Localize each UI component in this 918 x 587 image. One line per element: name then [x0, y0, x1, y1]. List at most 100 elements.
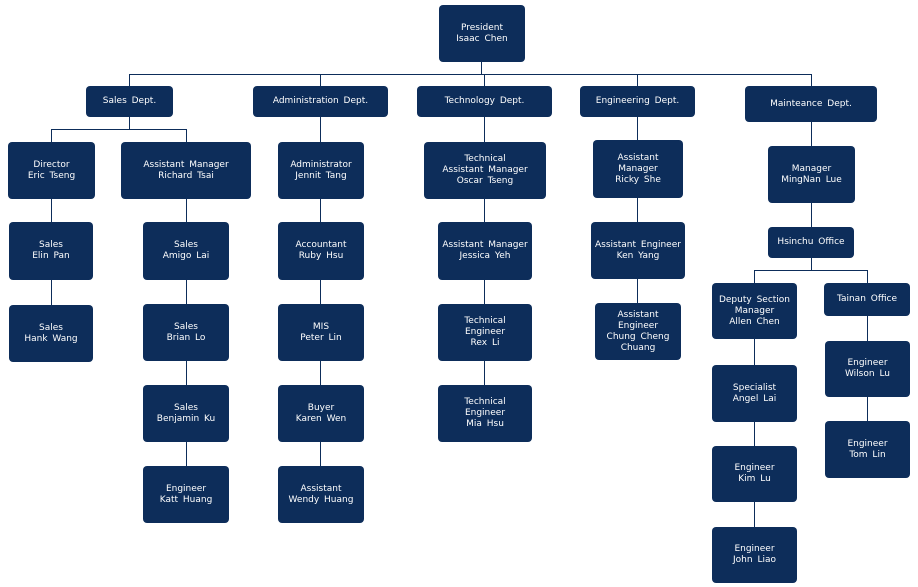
sales-dept-node: Sales Dept.	[86, 86, 173, 117]
technical-engineer-rex-title-2: Engineer	[464, 327, 506, 337]
manager-mingnan-title: Manager	[791, 163, 832, 174]
assistant-engineer-chung-name-1: Chung Cheng	[606, 331, 670, 342]
assistant-manager-ricky-name: Ricky She	[615, 174, 661, 185]
administration-dept-node: Administration Dept.	[253, 86, 388, 117]
engineer-katt-node: Engineer Katt Huang	[143, 466, 229, 523]
assistant-manager-richard-name: Richard Tsai	[158, 170, 214, 181]
mis-node: MIS Peter Lin	[278, 304, 364, 361]
engineer-wilson-node: Engineer Wilson Lu	[825, 341, 910, 397]
tainan-office-label: Tainan Office	[836, 294, 898, 304]
sales-benjamin-title: Sales	[174, 402, 198, 413]
sales-amigo-title: Sales	[174, 240, 198, 250]
engineer-kim-name: Kim Lu	[738, 474, 771, 484]
maintenance-dept-label: Mainteance Dept.	[770, 98, 852, 109]
assistant-engineer-ken-node: Assistant Engineer Ken Yang	[591, 222, 685, 279]
technical-engineer-mia-name: Mia Hsu	[466, 419, 504, 429]
hsinchu-office-label: Hsinchu Office	[777, 237, 845, 247]
technical-assistant-manager-node: Technical Assistant Manager Oscar Tseng	[424, 142, 546, 199]
assistant-engineer-ken-title: Assistant Engineer	[595, 239, 681, 250]
deputy-section-manager-title-2: Manager	[734, 305, 775, 316]
assistant-engineer-chung-node: Assistant Engineer Chung Cheng Chuang	[595, 303, 681, 360]
engineer-tom-node: Engineer Tom Lin	[825, 421, 910, 478]
engineer-tom-title: Engineer	[847, 438, 888, 449]
sales-hank-node: Sales Hank Wang	[9, 305, 93, 362]
tainan-office-node: Tainan Office	[824, 283, 910, 316]
assistant-wendy-name: Wendy Huang	[288, 494, 354, 505]
sales-benjamin-name: Benjamin Ku	[156, 413, 216, 424]
assistant-manager-richard-node: Assistant Manager Richard Tsai	[121, 142, 251, 199]
accountant-title: Accountant	[295, 240, 347, 250]
engineer-john-title: Engineer	[734, 544, 775, 554]
technical-engineer-mia-title-1: Technical	[464, 397, 506, 407]
assistant-manager-richard-title: Assistant Manager	[143, 159, 229, 170]
technical-engineer-rex-node: Technical Engineer Rex Li	[438, 304, 532, 361]
technical-engineer-mia-title-2: Engineer	[464, 408, 506, 418]
engineer-katt-title: Engineer	[165, 483, 207, 494]
mis-title: MIS	[312, 321, 330, 332]
sales-benjamin-node: Sales Benjamin Ku	[143, 385, 229, 442]
assistant-manager-jessica-node: Assistant Manager Jessica Yeh	[438, 222, 532, 280]
buyer-title: Buyer	[307, 402, 335, 413]
buyer-node: Buyer Karen Wen	[278, 385, 364, 442]
director-title: Director	[33, 159, 70, 170]
accountant-name: Ruby Hsu	[298, 251, 344, 261]
engineer-katt-name: Katt Huang	[159, 494, 213, 505]
engineering-dept-node: Engineering Dept.	[580, 86, 695, 117]
technical-assistant-manager-title-2: Assistant Manager	[442, 165, 528, 175]
president-node: President Isaac Chen	[439, 5, 525, 62]
assistant-engineer-chung-title-2: Engineer	[617, 320, 659, 331]
director-node: Director Eric Tseng	[8, 142, 95, 199]
specialist-angel-node: Specialist Angel Lai	[712, 365, 797, 422]
deputy-section-manager-name: Allen Chen	[729, 316, 780, 327]
technical-engineer-rex-name: Rex Li	[470, 338, 500, 348]
sales-elin-node: Sales Elin Pan	[9, 222, 93, 280]
assistant-engineer-chung-title-1: Assistant	[617, 309, 659, 320]
manager-mingnan-name: MingNan Lue	[781, 174, 842, 185]
president-name: Isaac Chen	[456, 33, 508, 44]
sales-amigo-node: Sales Amigo Lai	[143, 222, 229, 280]
manager-mingnan-node: Manager MingNan Lue	[768, 146, 855, 203]
sales-brian-title: Sales	[174, 321, 198, 332]
administration-dept-label: Administration Dept.	[272, 96, 369, 106]
assistant-manager-ricky-title-2: Manager	[618, 163, 658, 174]
technology-dept-node: Technology Dept.	[417, 86, 552, 117]
administrator-node: Administrator Jennit Tang	[278, 142, 364, 199]
assistant-manager-jessica-title: Assistant Manager	[442, 240, 528, 250]
engineer-john-name: John Liao	[733, 555, 776, 565]
technical-assistant-manager-name: Oscar Tseng	[456, 176, 514, 186]
technical-assistant-manager-title-1: Technical	[464, 154, 506, 164]
sales-amigo-name: Amigo Lai	[162, 251, 210, 261]
technical-engineer-rex-title-1: Technical	[464, 316, 506, 326]
accountant-node: Accountant Ruby Hsu	[278, 222, 364, 280]
administrator-name: Jennit Tang	[295, 170, 347, 181]
engineer-kim-title: Engineer	[734, 463, 775, 473]
sales-elin-name: Elin Pan	[32, 251, 70, 261]
specialist-angel-title: Specialist	[732, 382, 777, 393]
deputy-section-manager-node: Deputy Section Manager Allen Chen	[712, 283, 797, 339]
technology-dept-label: Technology Dept.	[444, 96, 525, 106]
sales-brian-node: Sales Brian Lo	[143, 304, 229, 361]
assistant-manager-ricky-node: Assistant Manager Ricky She	[593, 140, 683, 198]
technical-engineer-mia-node: Technical Engineer Mia Hsu	[438, 385, 532, 442]
sales-elin-title: Sales	[39, 240, 63, 250]
director-name: Eric Tseng	[27, 170, 76, 181]
assistant-wendy-node: Assistant Wendy Huang	[278, 466, 364, 523]
president-title: President	[461, 22, 503, 33]
assistant-engineer-chung-name-2: Chuang	[620, 342, 656, 353]
assistant-engineer-ken-name: Ken Yang	[616, 250, 660, 261]
assistant-wendy-title: Assistant	[300, 483, 342, 494]
assistant-manager-jessica-name: Jessica Yeh	[459, 251, 511, 261]
sales-hank-title: Sales	[39, 322, 63, 333]
engineer-kim-node: Engineer Kim Lu	[712, 446, 797, 502]
engineer-tom-name: Tom Lin	[849, 449, 886, 460]
administrator-title: Administrator	[290, 159, 352, 170]
specialist-angel-name: Angel Lai	[732, 393, 777, 404]
engineer-wilson-name: Wilson Lu	[844, 369, 891, 379]
engineer-wilson-title: Engineer	[847, 358, 888, 368]
sales-hank-name: Hank Wang	[24, 333, 78, 344]
buyer-name: Karen Wen	[295, 413, 347, 424]
hsinchu-office-node: Hsinchu Office	[768, 227, 854, 258]
sales-dept-label: Sales Dept.	[102, 96, 157, 106]
